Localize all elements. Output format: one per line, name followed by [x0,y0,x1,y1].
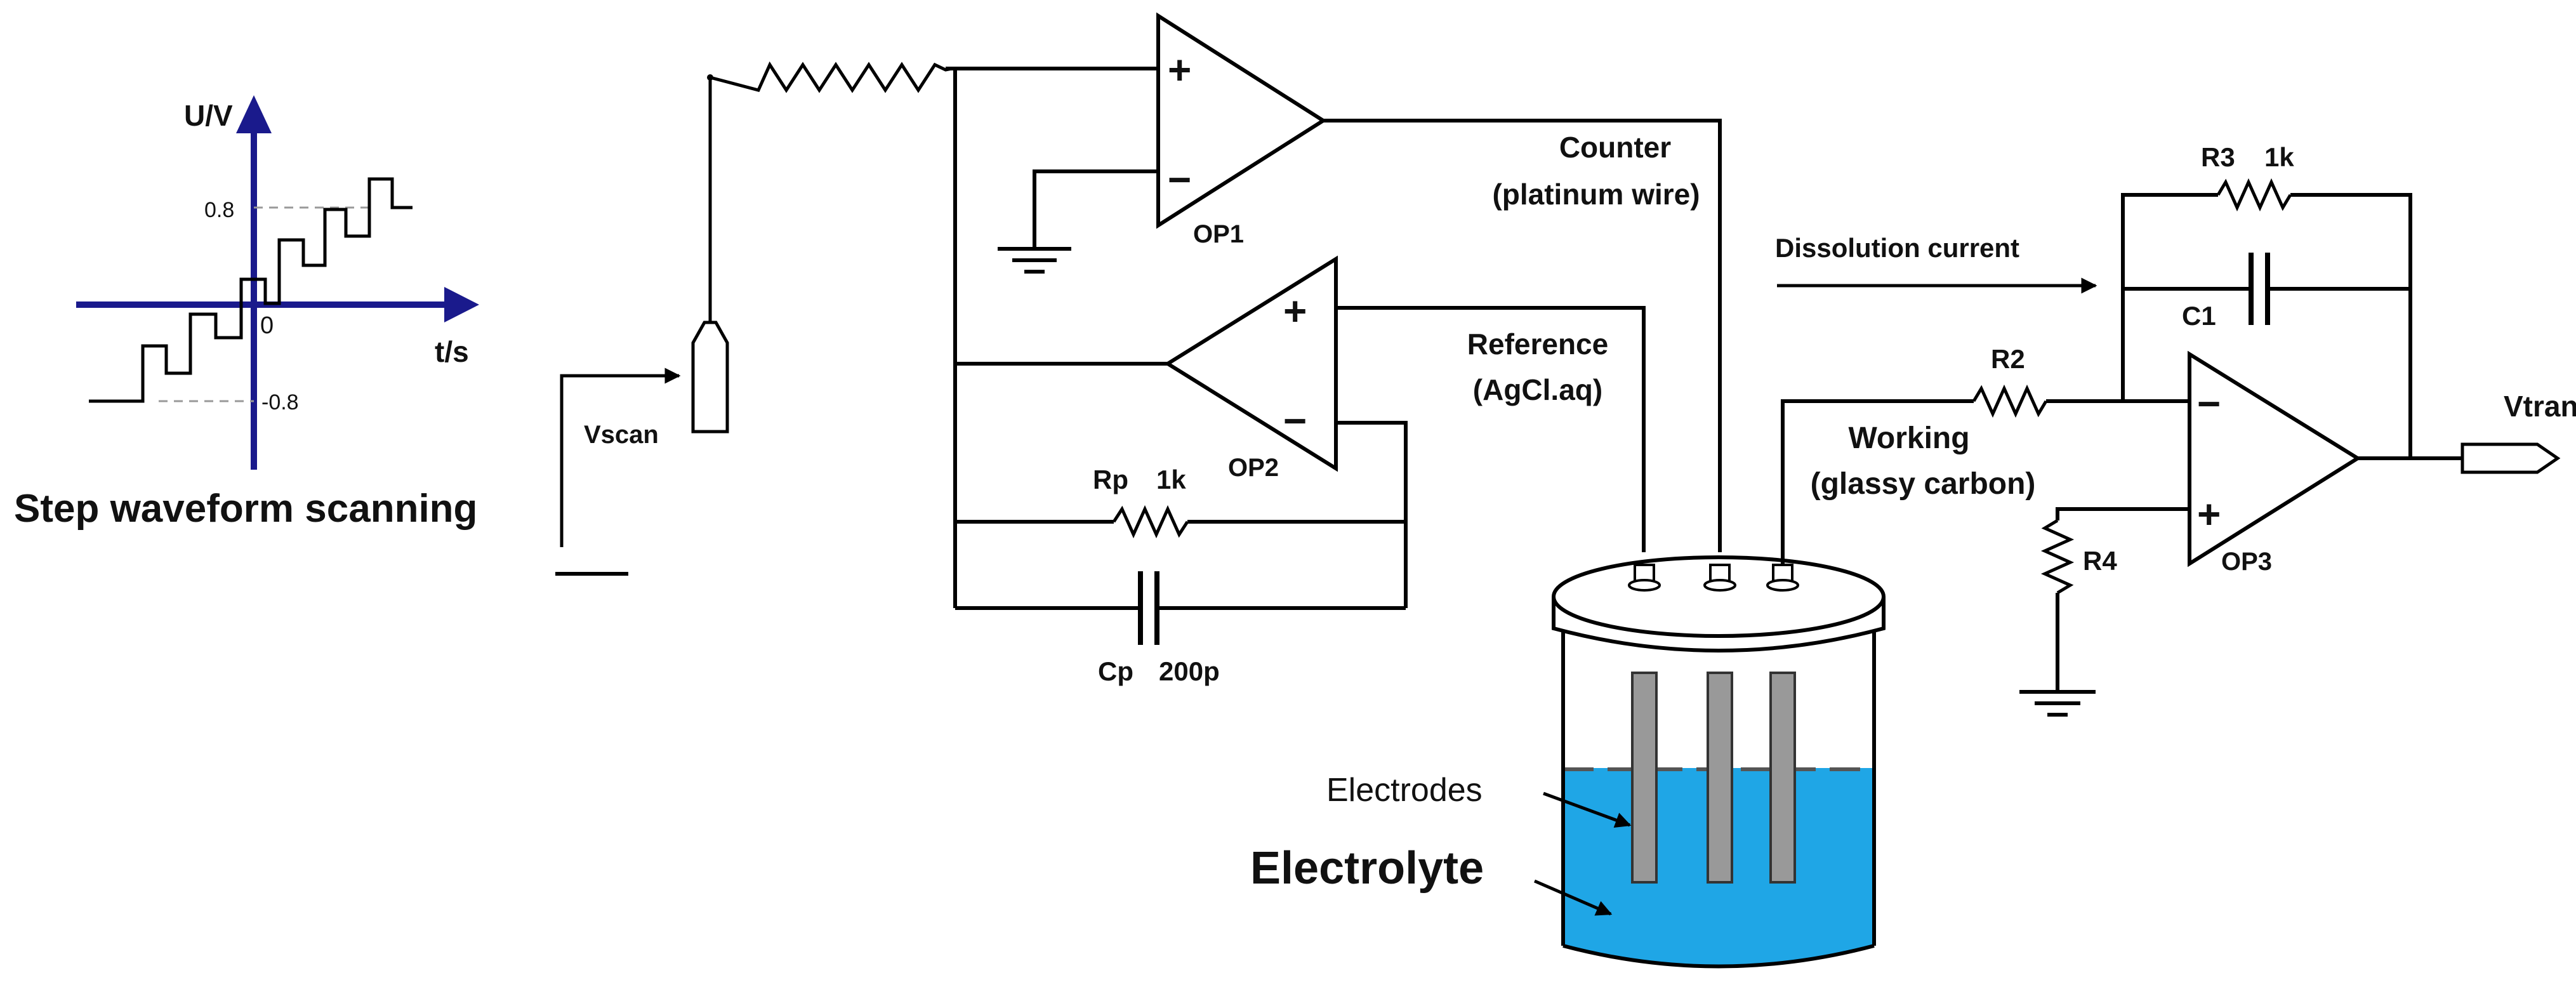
vscan-input-lead [560,368,681,547]
wire-op3-plus-to-r4 [2056,507,2190,520]
wire-op2-minus-feedback [1336,421,1408,608]
counter-label-line1: Counter [1559,131,1671,164]
electrodes-pointer [1543,792,1632,828]
reference-label-line1: Reference [1467,328,1608,361]
waveform-x-axis-label: t/s [435,335,469,368]
rp-name: Rp [1093,465,1128,494]
waveform-x-arrowhead [444,287,479,322]
waveform-y-axis-label: U/V [184,99,233,132]
op-amp-op1: + − OP1 [1156,12,1327,248]
wire-op1-out-to-counter [1323,119,1722,552]
vscan-input: Vscan [555,74,729,576]
input-resistor [710,61,953,93]
resistor-r2 [1972,384,2048,418]
vtrans-label: Vtrans [2504,390,2576,423]
r3-value: 1k [2264,142,2294,172]
electrolyte-pointer [1534,879,1613,916]
op1-minus-sign: − [1168,157,1191,202]
op2-minus-sign: − [1283,398,1307,444]
op-amp-op3: − + OP3 [2188,350,2361,576]
electrodes-label: Electrodes [1326,772,1483,809]
wire-r3-right [2290,193,2412,458]
op2-body [1164,255,1338,472]
op1-label: OP1 [1193,220,1244,248]
reference-label-line2: (AgCl.aq) [1473,373,1602,406]
r4-label: R4 [2083,546,2117,576]
waveform-tick-upper: 0.8 [204,198,234,222]
op2-label: OP2 [1228,454,1279,482]
wire-op2-plus-to-reference [1336,306,1646,552]
resistor-r4 [2040,519,2075,595]
working-electrode-rod [1769,672,1796,884]
op1-plus-sign: + [1168,47,1191,93]
op-amp-op2: + − OP2 [1164,255,1338,482]
rp-value: 1k [1156,465,1186,494]
op3-label: OP3 [2221,548,2272,576]
wire-feedback-left [2121,193,2218,401]
waveform-y-arrowhead [236,95,272,133]
waveform-tick-lower: -0.8 [261,390,299,414]
ground-r4 [2019,690,2096,717]
waveform-caption: Step waveform scanning [14,487,477,531]
cp-value: 200p [1159,656,1220,686]
op1-body [1156,12,1327,229]
reference-electrode-rod [1631,672,1658,884]
resistor-rp [1112,505,1189,539]
op2-plus-sign: + [1283,288,1307,334]
working-terminal [1766,564,1799,592]
resistor-r3 [2216,178,2292,212]
reference-terminal [1628,564,1661,592]
working-label-line1: Working [1848,421,1969,455]
c1-label: C1 [2182,301,2216,331]
working-label-line2: (glassy carbon) [1811,467,2036,501]
waveform-plot: U/V t/s 0 0.8 -0.8 Step waveform scannin… [14,95,479,531]
wire-working-to-r2 [1781,399,1974,565]
waveform-origin-label: 0 [260,312,274,339]
cell-bottom [1562,944,1875,969]
waveform-step-trace [89,177,413,403]
wire-op1-minus-to-ground [1033,169,1158,248]
electrochemical-cell: Electrodes Electrolyte [1250,555,1886,969]
counter-electrode-rod [1707,672,1733,884]
ground-op1 [998,247,1071,274]
counter-label-line2: (platinum wire) [1492,178,1700,211]
op3-minus-sign: − [2197,381,2221,427]
dissolution-current-label: Dissolution current [1775,233,2019,263]
r3-name: R3 [2201,142,2235,172]
vtrans-output-connector [2460,442,2561,474]
vscan-label: Vscan [584,421,659,449]
op3-body [2188,350,2361,567]
cp-name: Cp [1098,656,1133,686]
r2-label: R2 [1991,344,2025,374]
op3-plus-sign: + [2197,491,2221,537]
vscan-probe [691,321,729,434]
counter-terminal [1703,564,1736,592]
electrolyte-label: Electrolyte [1250,843,1484,894]
